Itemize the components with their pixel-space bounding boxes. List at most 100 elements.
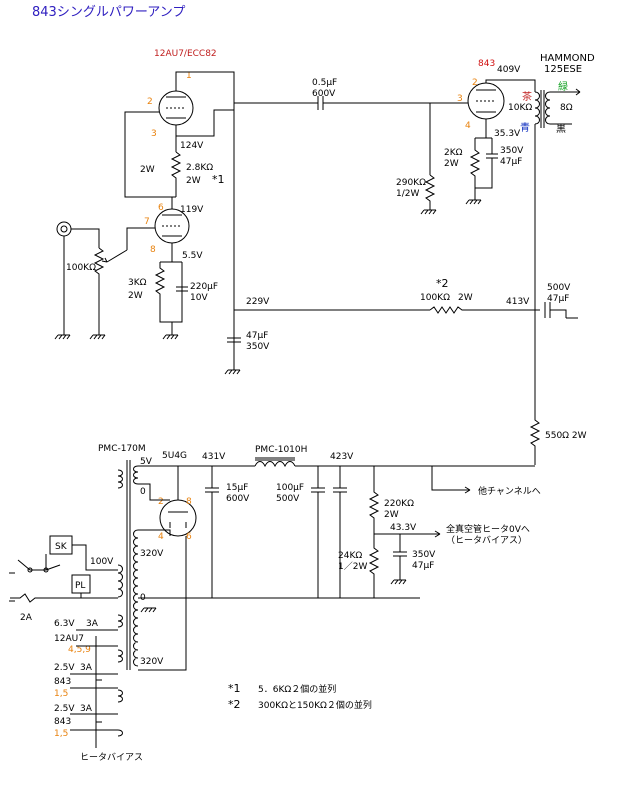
ot-model: 125ESE <box>544 64 582 75</box>
pt-tap-label: 100V <box>90 557 114 567</box>
resistor-label: 1/2W <box>396 189 419 199</box>
fuse-label: 2A <box>20 613 33 623</box>
resistor-label: 2W <box>458 293 473 303</box>
resistor-label: 2W <box>384 510 399 520</box>
capacitor-label: 47μF <box>500 157 522 167</box>
pt-tap-label: 0 <box>140 487 146 497</box>
pin-label: 6 <box>158 203 164 213</box>
resistor-label: 24KΩ <box>338 551 362 561</box>
capacitor-label: 47μF <box>246 331 268 341</box>
heater-tube: 843 <box>54 717 71 727</box>
choke <box>254 461 296 468</box>
heater-volt: 6.3V <box>54 619 75 629</box>
voltage-label: 229V <box>246 297 270 307</box>
resistor-label: 2W <box>444 159 459 169</box>
voltage-label: 124V <box>180 141 204 151</box>
pin-label: 3 <box>457 94 463 104</box>
capacitor-label: 15μF <box>226 483 248 493</box>
capacitor-label: 10V <box>190 293 208 303</box>
capacitor-label: 100μF <box>276 483 304 493</box>
capacitor-label: 47μF <box>547 294 569 304</box>
pin-label: 7 <box>144 217 150 227</box>
pt-tap-label: 320V <box>140 549 164 559</box>
heater-bias-target: 全真空管ヒータ0Vへ <box>446 523 530 535</box>
pin-label: 4 <box>158 532 164 542</box>
impedance-label: 10KΩ <box>508 103 532 113</box>
heater-tube: 843 <box>54 677 71 687</box>
capacitor-label: 500V <box>276 494 300 504</box>
capacitor-label: 220μF <box>190 282 218 292</box>
pt-label: PMC-170M <box>98 444 146 454</box>
volume-label: 100KΩ <box>66 263 96 273</box>
heater-volt: 2.5V <box>54 704 75 714</box>
note-text: 5．6KΩ２個の並列 <box>258 683 336 695</box>
pt-tap-label: 320V <box>140 657 164 667</box>
tube-12au7-label: 12AU7/ECC82 <box>154 49 217 59</box>
pin-label: 8 <box>150 245 156 255</box>
heater-tube: 12AU7 <box>54 634 84 644</box>
input-jack-icon[interactable] <box>56 221 72 237</box>
resistor-label: 2W <box>186 176 201 186</box>
heater-bias-target-sub: （ヒータバイアス） <box>446 535 527 546</box>
resistor-label: 220KΩ <box>384 499 414 509</box>
resistor-label: 100KΩ <box>420 293 450 303</box>
heater-amp: 3A <box>80 663 93 673</box>
page-title: 843シングルパワーアンプ <box>32 5 185 20</box>
voltage-label: 423V <box>330 452 354 462</box>
pin-label: 8 <box>186 497 192 507</box>
rectifier-label: 5U4G <box>162 451 187 461</box>
capacitor-label: 350V <box>412 550 436 560</box>
capacitor-label: 600V <box>312 89 336 99</box>
pt-tap-label: 5V <box>140 457 153 467</box>
pin-label: 1 <box>186 71 192 81</box>
note-mark: *1 <box>228 682 241 695</box>
note-text: 300KΩと150KΩ２個の並列 <box>258 699 372 711</box>
ot-secondary <box>545 91 551 125</box>
tube-843 <box>467 82 505 120</box>
heater-pins: 4,5,9 <box>68 645 91 655</box>
wire-color-label: 青 <box>520 121 530 134</box>
pin-label: 6 <box>186 532 192 542</box>
voltage-label: 413V <box>506 297 530 307</box>
resistor-label: 2W <box>140 165 155 175</box>
footnote-mark: *2 <box>436 277 449 290</box>
voltage-label: 431V <box>202 452 226 462</box>
resistor-label: 2W <box>128 291 143 301</box>
resistor-label: 2KΩ <box>444 148 463 158</box>
pin-label: 2 <box>158 497 164 507</box>
pin-label: 3 <box>151 129 157 139</box>
triode-v1a <box>158 90 194 126</box>
wire-color-label: 茶 <box>522 90 532 103</box>
resistor-label: 3KΩ <box>128 278 147 288</box>
capacitor-label: 350V <box>246 342 270 352</box>
capacitor-label: 600V <box>226 494 250 504</box>
resistor-label: 550Ω 2W <box>545 431 587 441</box>
resistor-label: 2.8KΩ <box>186 163 213 173</box>
voltage-label: 119V <box>180 205 204 215</box>
pin-label: 4 <box>465 121 471 131</box>
wire-color-label: 緑 <box>558 80 568 93</box>
other-channel-label: 他チャンネルへ <box>478 485 541 497</box>
sk-label: SK <box>55 542 68 552</box>
resistor-label: 1／2W <box>338 561 367 572</box>
power-transformer <box>117 460 139 737</box>
note-mark: *2 <box>228 698 241 711</box>
footnote-mark: *1 <box>212 173 225 186</box>
capacitor-label: 350V <box>500 146 524 156</box>
heater-volt: 2.5V <box>54 663 75 673</box>
ot-primary <box>534 91 540 125</box>
heater-bias-label: ヒータバイアス <box>80 752 143 763</box>
ot-brand: HAMMOND <box>540 53 595 64</box>
tube-843-label: 843 <box>478 59 495 69</box>
heater-amp: 3A <box>80 704 93 714</box>
voltage-label: 43.3V <box>390 523 417 533</box>
pin-label: 2 <box>472 78 478 88</box>
power-switch-icon[interactable] <box>17 559 31 571</box>
voltage-label: 35.3V <box>494 129 521 139</box>
pl-label: PL <box>75 581 85 591</box>
impedance-label: 8Ω <box>560 103 573 113</box>
heater-amp: 3A <box>86 619 99 629</box>
wire-color-label: 黒 <box>556 123 566 135</box>
capacitor-label: 0.5μF <box>312 78 337 88</box>
